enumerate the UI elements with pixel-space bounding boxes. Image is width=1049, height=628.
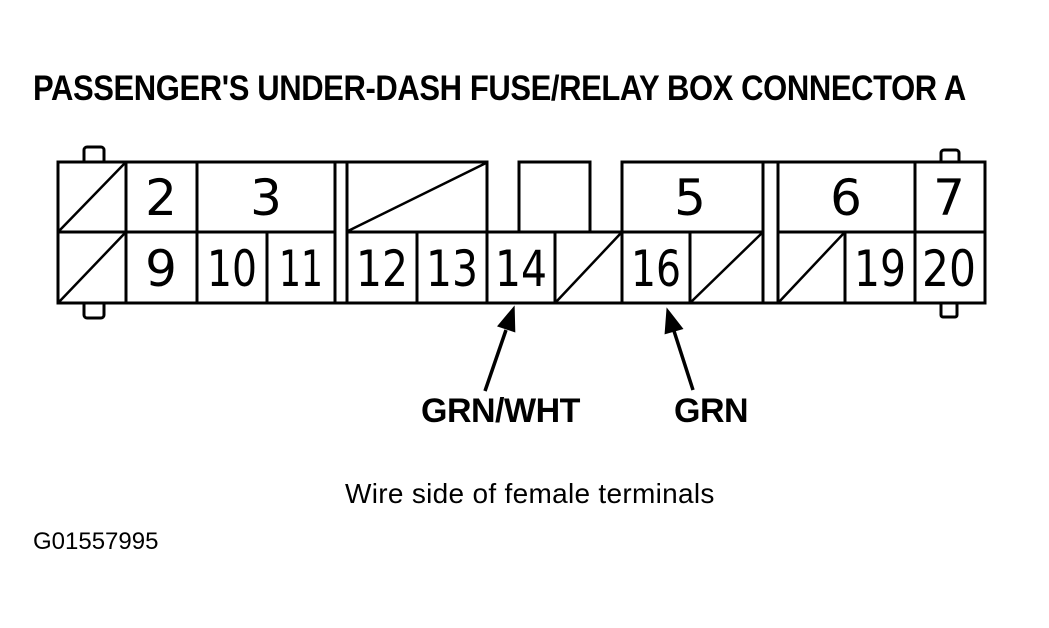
- pin-number-16: 16: [631, 240, 681, 298]
- pin-number-2: 2: [145, 169, 177, 227]
- keyway-cell: [517, 160, 592, 234]
- pin-cell-13: [415, 230, 489, 305]
- diagonal-line-cell-4: [347, 161, 487, 233]
- diagonal-line-cell-8: [58, 232, 126, 303]
- diagram-title: PASSENGER'S UNDER-DASH FUSE/RELAY BOX CO…: [33, 68, 966, 108]
- pin-number-14: 14: [495, 240, 547, 298]
- pin-number-9: 9: [145, 240, 177, 298]
- grn-arrowhead: [664, 307, 684, 335]
- pin-cell-11: [265, 230, 337, 305]
- wire-color-label-pin16: GRN: [674, 392, 749, 430]
- pin-cell-12: [345, 230, 419, 305]
- diagonal-line-cell-1: [58, 162, 126, 232]
- pin-number-5: 5: [674, 169, 706, 227]
- pin-number-3: 3: [250, 169, 282, 227]
- grn-wht-arrowhead: [497, 305, 516, 333]
- pin-cell-19: [843, 230, 917, 305]
- pin-cell-10: [195, 230, 269, 305]
- pin-number-11: 11: [279, 240, 323, 298]
- wire-side-caption: Wire side of female terminals: [345, 478, 715, 509]
- wire-color-label-pin14: GRN/WHT: [421, 392, 580, 430]
- pin-cell-3: [195, 160, 337, 234]
- pin-number-12: 12: [356, 240, 408, 298]
- pin-number-7: 7: [933, 169, 965, 227]
- diagonal-line-cell-17: [690, 232, 763, 303]
- pin-number-6: 6: [830, 169, 862, 227]
- pin-number-10: 10: [207, 240, 257, 298]
- pin-cell-16: [620, 230, 692, 305]
- diagonal-line-cell-18: [778, 232, 845, 303]
- diagonal-line-cell-15: [555, 232, 622, 303]
- grn-wht-arrow-line: [483, 329, 508, 392]
- pin-number-19: 19: [854, 240, 906, 298]
- pin-number-13: 13: [426, 240, 478, 298]
- grn-arrow-line: [672, 330, 695, 391]
- pin-cell-20: [913, 230, 987, 305]
- pin-number-20: 20: [922, 240, 976, 298]
- figure-id: G01557995: [33, 528, 159, 555]
